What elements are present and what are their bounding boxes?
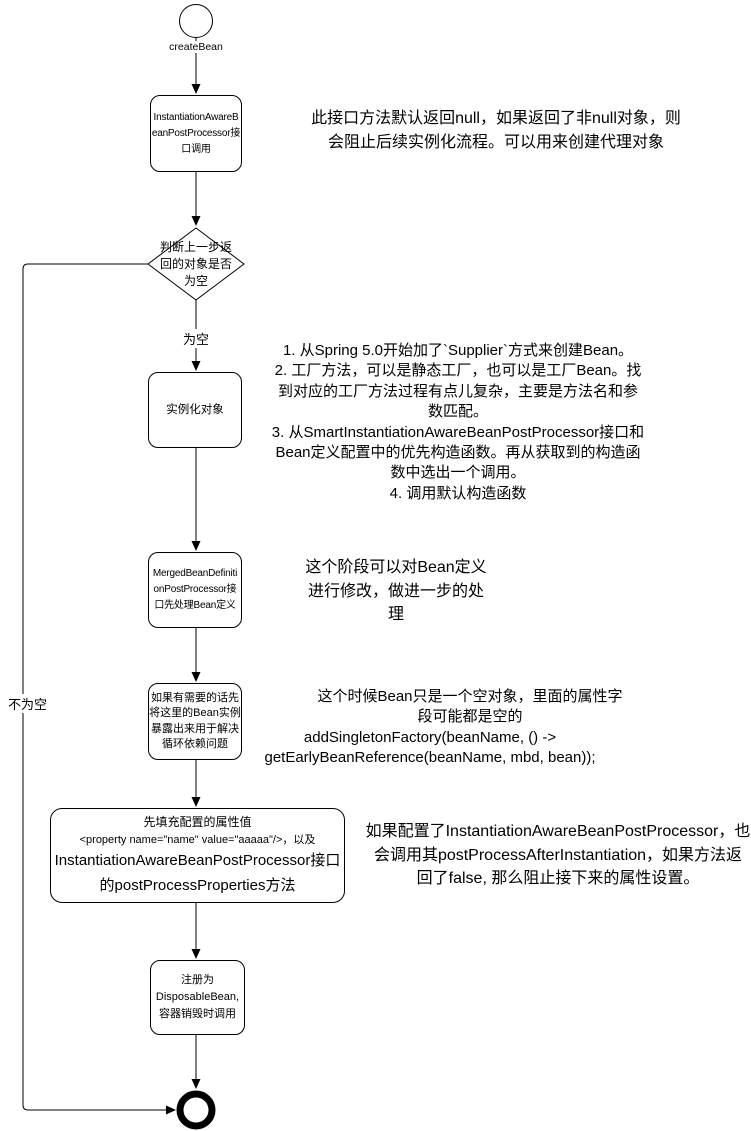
node-instantiation-aware-postprocessor: InstantiationAwareB eanPostProcessor接 口调…	[150, 95, 242, 172]
node-fill-properties-line4: 的postProcessProperties方法	[99, 877, 296, 894]
node-fill-properties-line2: <property name="name" value="aaaaa"/>，以及	[79, 834, 316, 846]
node-register-disposable: 注册为 DisposableBean, 容器销毁时调用	[150, 960, 245, 1035]
start-node-circle	[179, 4, 213, 38]
node-fill-properties-line1: 先填充配置的属性值	[143, 815, 252, 829]
final-node-circle	[176, 1090, 216, 1130]
decision-diamond	[147, 227, 245, 301]
node-merged-bean-definition: MergedBeanDefiniti onPostProcessor接 口先处理…	[148, 552, 242, 628]
annotation-instantiate-note: 1. 从Spring 5.0开始加了`Supplier`方式来创建Bean。 2…	[271, 342, 645, 502]
node-fill-properties: 先填充配置的属性值 <property name="name" value="a…	[50, 808, 345, 903]
node-fill-properties-line3: InstantiationAwareBeanPostProcessor接口	[54, 852, 341, 869]
node-merged-bean-definition-label: MergedBeanDefiniti onPostProcessor接 口先处理…	[152, 568, 238, 611]
annotation-proxy-note: 此接口方法默认返回null，如果返回了非null对象，则 会阻止后续实例化流程。…	[311, 110, 681, 151]
edge-label-createbean: createBean	[167, 41, 225, 53]
node-instantiation-aware-postprocessor-label: InstantiationAwareB eanPostProcessor接 口调…	[151, 111, 241, 155]
node-early-reference-expose-label: 如果有需要的话先 将这里的Bean实例 暴露出来用于解决 循环依赖问题	[149, 691, 241, 751]
edge-decision-not-empty-to-final	[22, 263, 176, 1115]
decision-label: 判断上一步返 回的对象是否 为空	[159, 240, 232, 288]
node-instantiate-object: 实例化对象	[148, 372, 242, 448]
node-early-reference-expose: 如果有需要的话先 将这里的Bean实例 暴露出来用于解决 循环依赖问题	[148, 683, 242, 760]
node-register-disposable-label: 注册为 DisposableBean, 容器销毁时调用	[155, 974, 240, 1020]
annotation-merged-note: 这个阶段可以对Bean定义 进行修改，做进一步的处 理	[305, 559, 487, 623]
node-instantiate-object-label: 实例化对象	[166, 403, 224, 416]
edge-label-not-empty: 不为空	[6, 694, 50, 713]
annotation-early-note: 这个时候Bean只是一个空对象，里面的属性字 段可能都是空的	[317, 688, 623, 726]
annotation-properties-note: 如果配置了InstantiationAwareBeanPostProcessor…	[365, 823, 751, 887]
annotation-early-code: addSingletonFactory(beanName, () -> getE…	[264, 729, 596, 767]
edge-label-empty: 为空	[180, 329, 212, 348]
